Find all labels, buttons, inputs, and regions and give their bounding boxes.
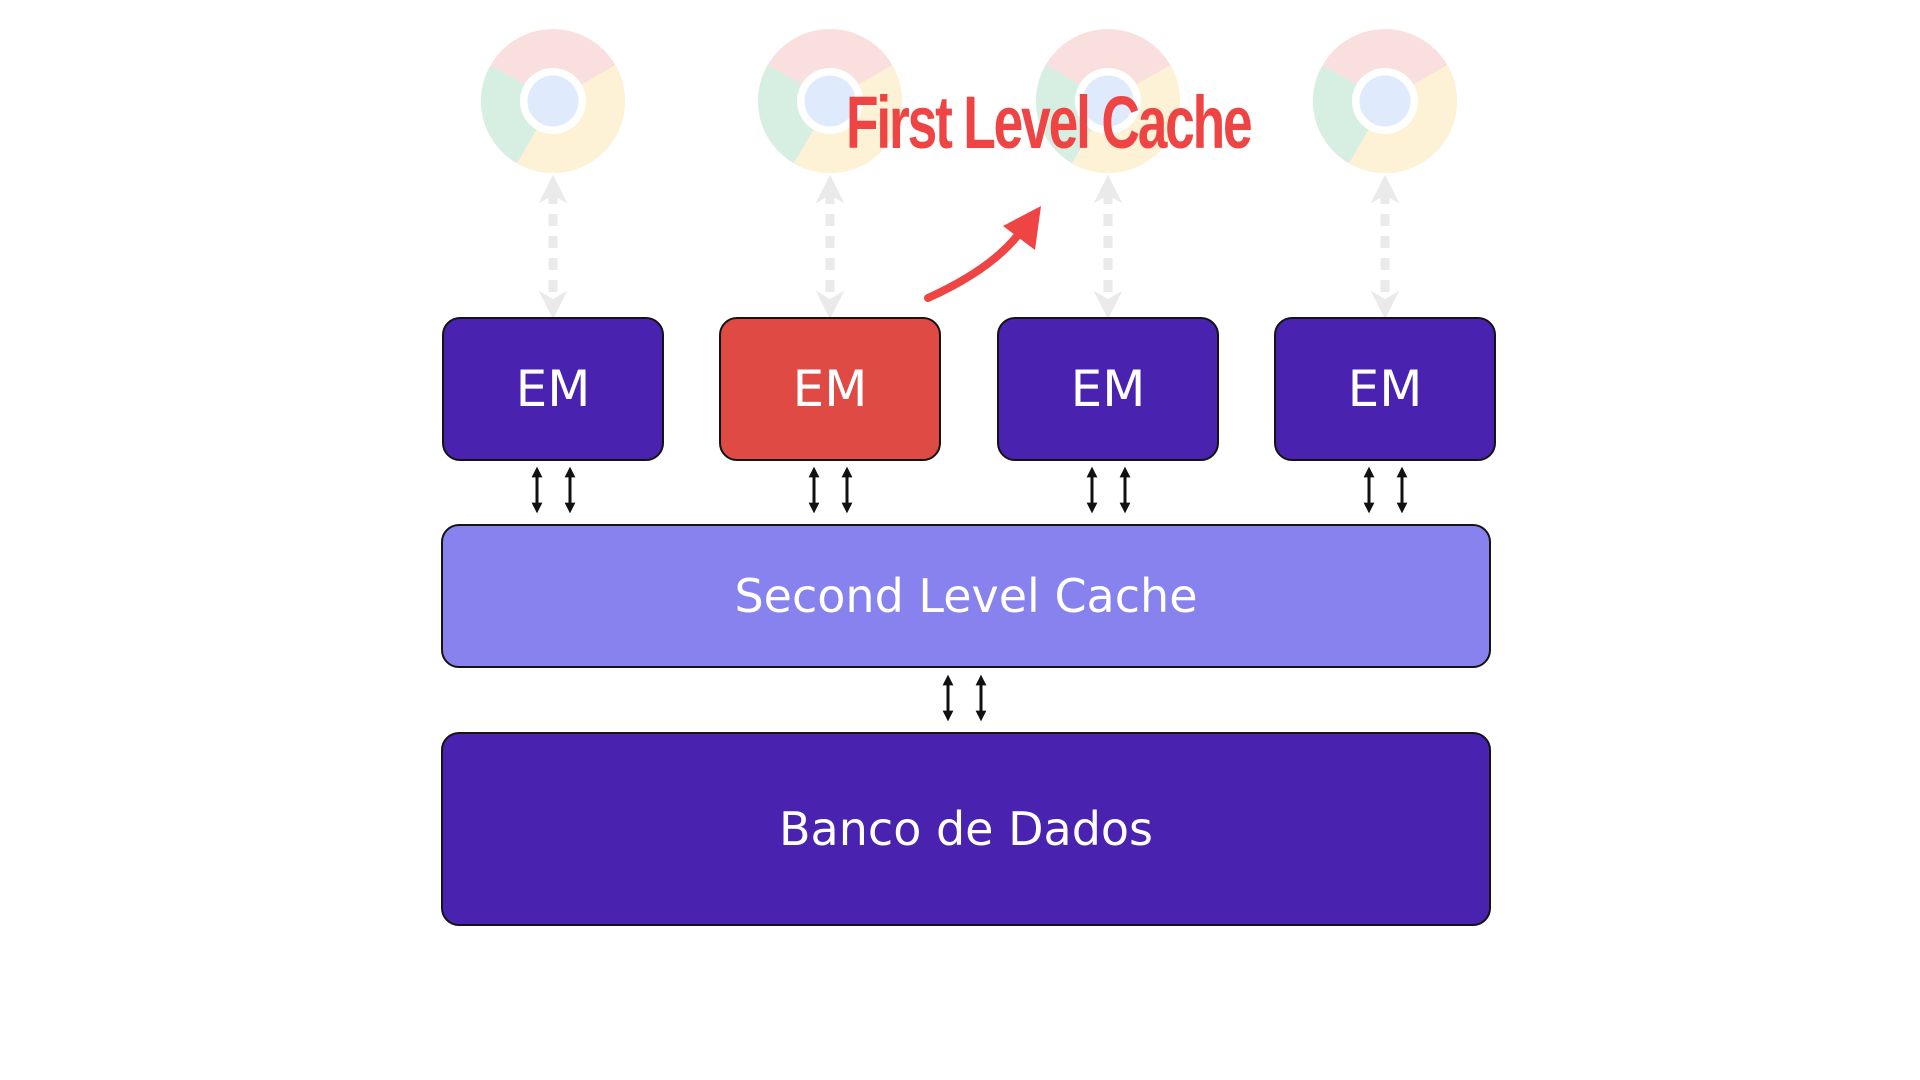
- entity-manager-box-highlighted: EM: [719, 317, 941, 461]
- database-box: Banco de Dados: [441, 732, 1491, 926]
- second-level-cache-box: Second Level Cache: [441, 524, 1491, 668]
- chrome-browser-icon: [757, 29, 903, 174]
- chrome-browser-icon: [480, 29, 626, 174]
- entity-manager-box: EM: [1274, 317, 1496, 461]
- annotation-arrow: [924, 231, 1022, 302]
- em-label: EM: [515, 360, 591, 418]
- annotation-arrow-head: [1003, 206, 1041, 250]
- database-label: Banco de Dados: [779, 802, 1153, 856]
- em-label: EM: [792, 360, 868, 418]
- second-level-cache-label: Second Level Cache: [734, 569, 1198, 623]
- entity-manager-box: EM: [442, 317, 664, 461]
- em-label: EM: [1347, 360, 1423, 418]
- chrome-browser-icon: [1035, 29, 1181, 174]
- entity-manager-box: EM: [997, 317, 1219, 461]
- first-level-cache-label: First Level Cache: [846, 81, 1253, 164]
- em-label: EM: [1070, 360, 1146, 418]
- chrome-browser-icon: [1312, 29, 1458, 174]
